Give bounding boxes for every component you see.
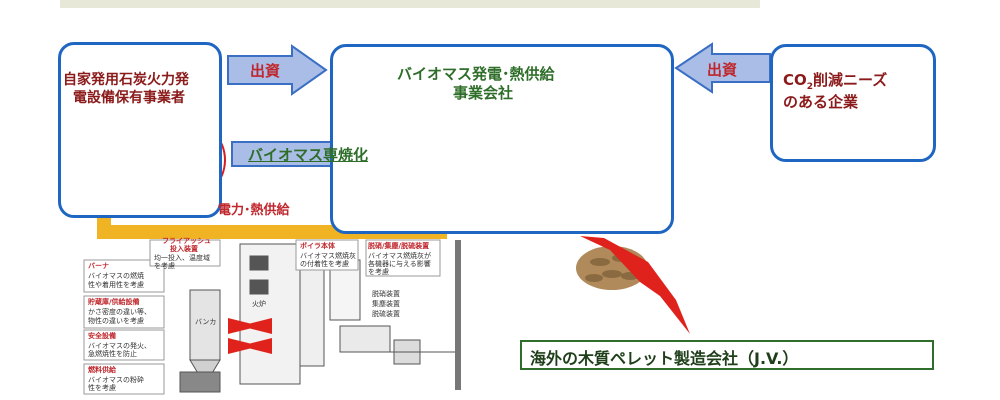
furnace-label: 火炉 [252, 300, 266, 308]
investment-label-left: 出資 [250, 62, 281, 80]
bunker-label: バンカ [195, 318, 217, 326]
co2-label-line1: CO2削減ニーズ [783, 71, 888, 92]
co2-company-box: CO2削減ニーズ のある企業 [770, 44, 936, 162]
company-label-line2: 事業会社 [453, 84, 514, 102]
burner-title: バーナ [88, 262, 109, 270]
burner-note-2: 性や着用性を考慮 [88, 281, 144, 289]
power-heat-label: 電力･熱供給 [218, 203, 290, 218]
faded-header-strip [60, 0, 760, 8]
biomass-conversion-label: バイオマス専焼化 [248, 146, 369, 164]
fuel-note-1: バイオマスの粉砕 [88, 376, 144, 384]
boiler-schematic [179, 240, 461, 393]
company-label-line1: バイオマス発電･熱供給 [397, 65, 555, 83]
dust-note-1: バイオマス燃焼灰が [368, 252, 431, 260]
operator-label-line2: 電設備保有事業者 [73, 90, 185, 106]
fly-ash-note-2: を考慮 [154, 262, 175, 270]
equipment-label-3: 脱硫装置 [372, 310, 400, 318]
pellet-supplier-label: 海外の木質ペレット製造会社（J.V.） [530, 349, 799, 368]
investment-arrow-left [227, 44, 328, 96]
burner-note-1: バイオマスの燃焼 [88, 272, 144, 280]
investment-arrow-right [674, 42, 771, 94]
boiler-note-2: の付着性を考慮 [300, 260, 349, 268]
co2-label-line2: のある企業 [783, 93, 859, 111]
fly-ash-note-1: 均一投入、温度域 [154, 254, 210, 262]
boiler-title: ボイラ本体 [300, 242, 335, 250]
fuel-note-2: 性を考慮 [88, 384, 116, 392]
fly-ash-title: フライアッシュ [162, 237, 211, 245]
equipment-label-1: 脱硝装置 [372, 290, 400, 298]
operator-label-line1: 自家発用石炭火力発 [63, 72, 189, 88]
fly-ash-title-2: 投入装置 [170, 245, 198, 253]
coal-plant-operator-box: 自家発用石炭火力発 電設備保有事業者 [58, 42, 222, 218]
storage-title: 貯蔵庫/供給設備 [88, 298, 140, 306]
dust-note-3: を考慮 [368, 268, 389, 276]
pellet-supplier-box: 海外の木質ペレット製造会社（J.V.） [520, 340, 934, 370]
biomass-company-box: バイオマス発電･熱供給 事業会社 [330, 44, 674, 234]
storage-note-2: 物性の違いを考慮 [88, 317, 144, 325]
equipment-label-2: 集塵装置 [372, 300, 400, 308]
storage-note-1: かさ密度の違い等、 [88, 308, 151, 316]
safety-title: 安全設備 [88, 332, 116, 340]
dust-title: 脱硝/集塵/脱硫装置 [368, 242, 430, 250]
boiler-note-1: バイオマス燃焼灰 [300, 252, 356, 260]
fuel-title: 燃料供給 [88, 366, 116, 374]
safety-note-2: 急燃焼性を防止 [88, 350, 137, 358]
schematic-callout-boxes [83, 239, 441, 395]
dust-note-2: 各機器に与える影響 [368, 260, 431, 268]
pellet-supply-red-arrow [580, 236, 690, 334]
safety-note-1: バイオマスの発火、 [88, 342, 151, 350]
investment-label-right: 出資 [707, 61, 738, 79]
